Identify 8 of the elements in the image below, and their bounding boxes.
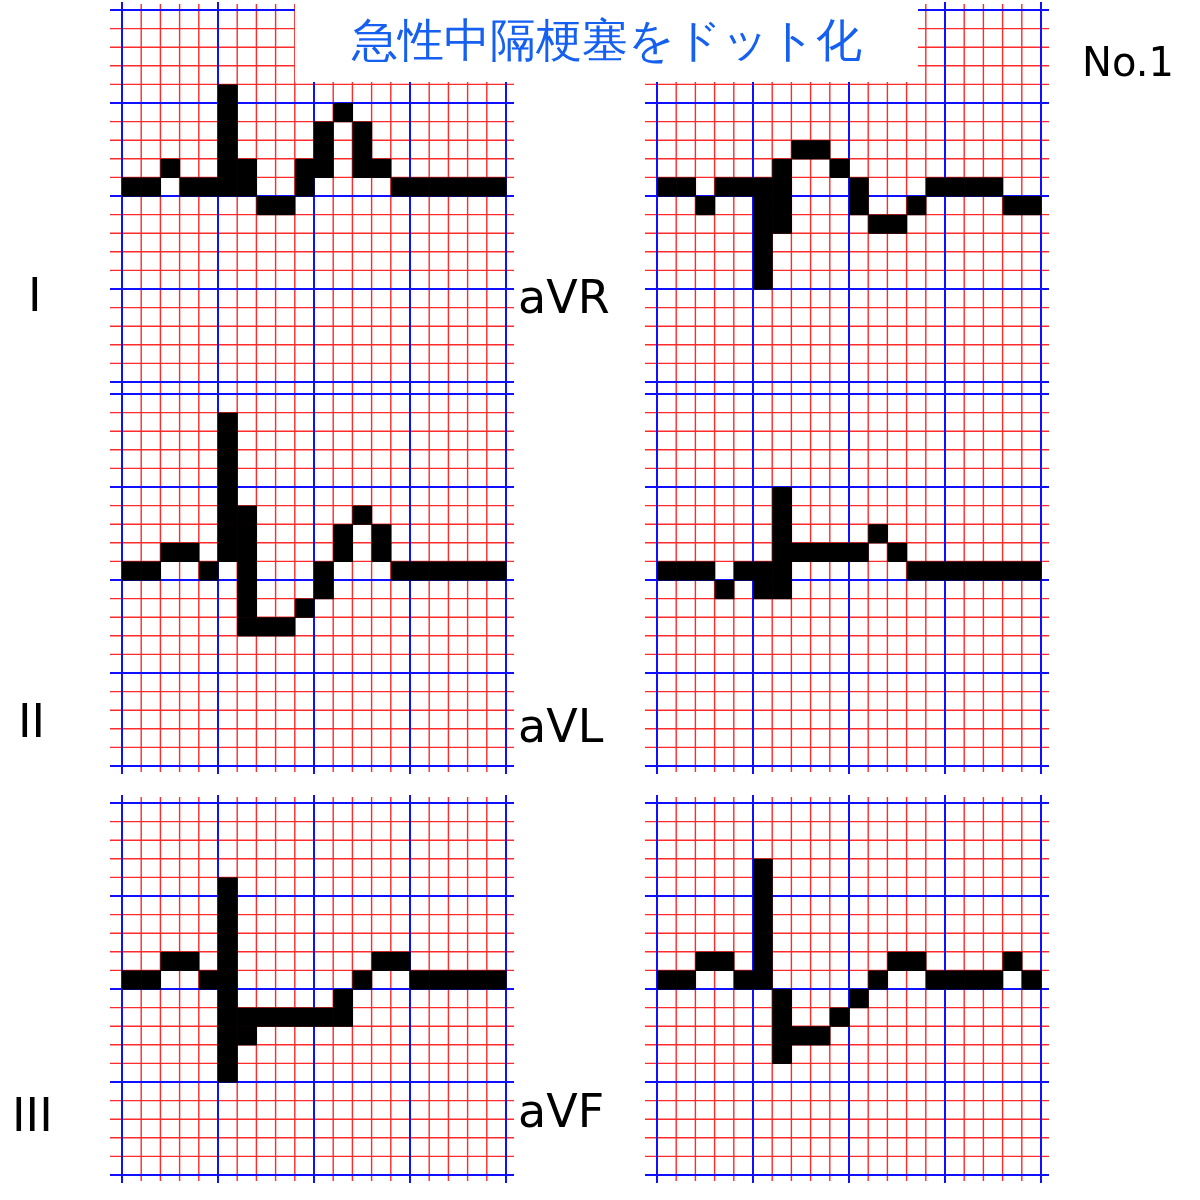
title: 急性中隔梗塞をドット化 xyxy=(295,0,918,82)
lead-label: aVL xyxy=(518,703,604,749)
lead-label: aVR xyxy=(518,274,610,320)
lead-label: aVF xyxy=(518,1088,605,1134)
lead-label: I xyxy=(28,272,42,318)
lead-number: No.1 xyxy=(1082,42,1174,82)
lead-label: II xyxy=(18,698,46,744)
lead-label: III xyxy=(12,1092,53,1138)
